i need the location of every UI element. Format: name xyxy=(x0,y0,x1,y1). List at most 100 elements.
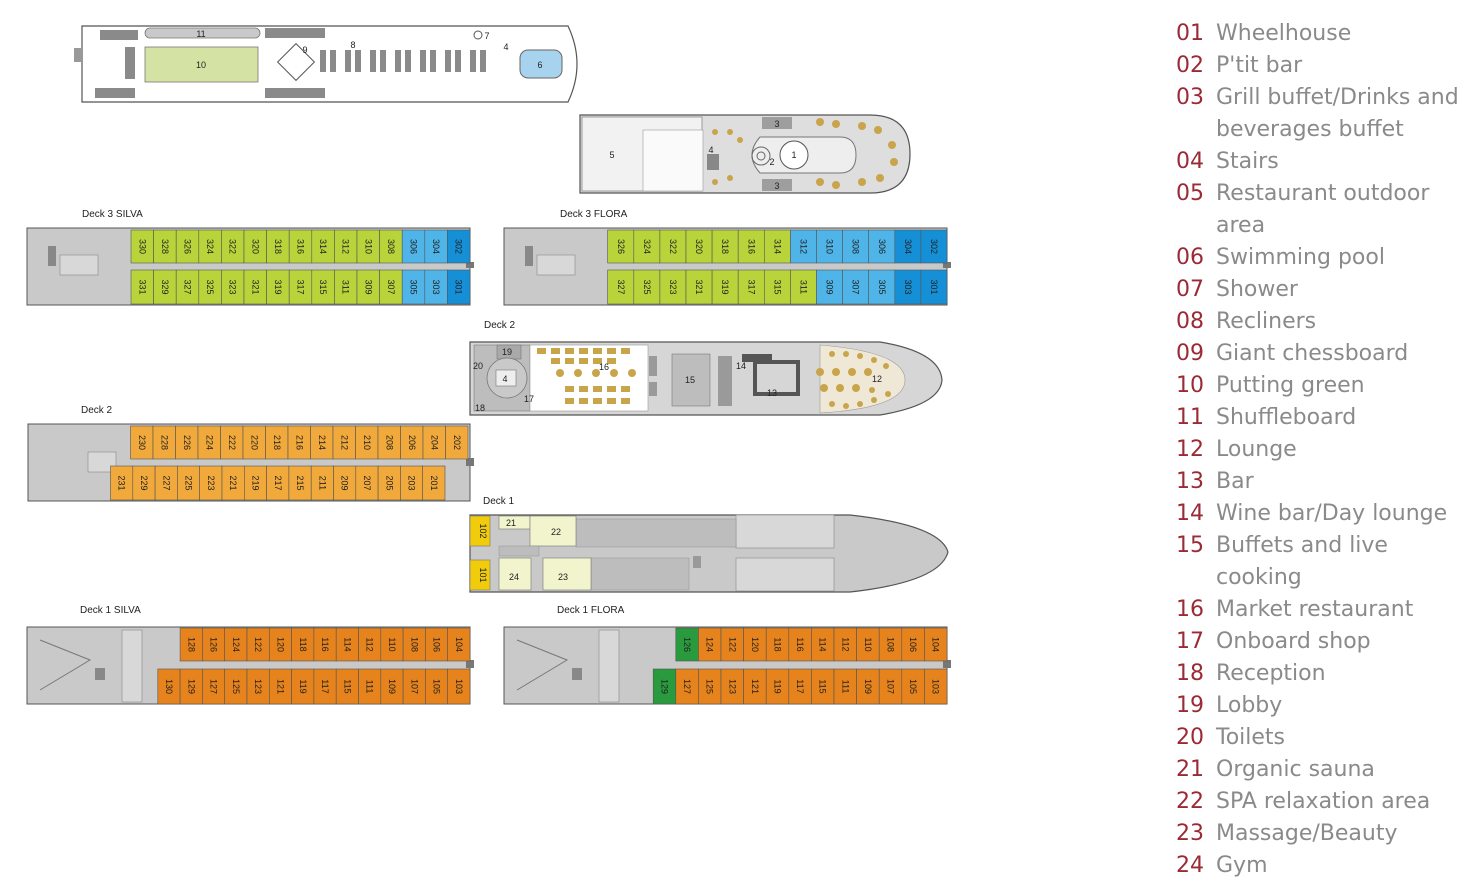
bow-marker: 5 xyxy=(609,150,614,160)
legend-label: Buffets and live cooking xyxy=(1216,533,1388,590)
cabin-number: 126 xyxy=(682,637,692,652)
deck1-public-marker: 21 xyxy=(506,518,516,528)
legend-label: Shower xyxy=(1216,277,1298,302)
legend-label: P'tit bar xyxy=(1216,53,1303,78)
cabin-number: 122 xyxy=(253,637,263,652)
cabin-number: 116 xyxy=(795,637,805,651)
deck1-public-marker: 102 xyxy=(478,523,488,538)
cabin-number: 327 xyxy=(183,279,193,294)
cabin-number: 217 xyxy=(273,475,283,490)
cabin-number: 219 xyxy=(250,475,260,490)
cabin-104 xyxy=(447,627,471,662)
cabin-number: 301 xyxy=(929,279,939,294)
bow-lounge-tables xyxy=(712,118,898,189)
cabin-number: 307 xyxy=(386,279,396,294)
cabin-number: 112 xyxy=(365,637,375,651)
cabin-number: 311 xyxy=(798,280,808,294)
legend-label: Onboard shop xyxy=(1216,629,1371,654)
bow-marker: 2 xyxy=(769,157,774,167)
cabin-number: 312 xyxy=(798,239,808,254)
cabin-104 xyxy=(924,627,948,662)
cabin-number: 307 xyxy=(851,279,861,294)
cabin-number: 302 xyxy=(929,239,939,254)
deck-label: Deck 3 SILVA xyxy=(82,209,143,220)
cabin-number: 108 xyxy=(409,637,419,652)
cabin-number: 119 xyxy=(773,679,783,693)
legend-label: Restaurant outdoor area xyxy=(1216,181,1430,238)
cabin-number: 328 xyxy=(160,239,170,254)
cabin-number: 124 xyxy=(705,637,715,652)
legend-number: 22 xyxy=(1176,789,1204,814)
cabin-number: 322 xyxy=(228,239,238,254)
cabin-number: 122 xyxy=(727,637,737,652)
cabin-number: 312 xyxy=(341,239,351,254)
cabin-number: 218 xyxy=(272,435,282,450)
cabin-number: 107 xyxy=(409,679,419,694)
cabin-number: 104 xyxy=(931,637,941,652)
cabin-number: 325 xyxy=(205,279,215,294)
cabin-number: 322 xyxy=(668,239,678,254)
cabin-number: 321 xyxy=(250,279,260,294)
cabin-number: 127 xyxy=(682,679,692,694)
bow-marker: 3 xyxy=(774,181,779,191)
cabin-number: 201 xyxy=(429,475,439,490)
cabin-number: 309 xyxy=(363,279,373,294)
deck-label: Deck 2 xyxy=(484,320,516,331)
deck2-public-marker: 17 xyxy=(524,394,534,404)
deck1-public-marker: 23 xyxy=(558,572,568,582)
cabin-321 xyxy=(685,269,713,305)
spa-relaxation-area xyxy=(529,515,577,547)
cabin-301 xyxy=(920,269,948,305)
cabin-number: 224 xyxy=(204,435,214,450)
cabin-number: 310 xyxy=(825,239,835,254)
cabin-number: 311 xyxy=(341,280,351,294)
cabin-327 xyxy=(607,269,635,305)
cabin-number: 227 xyxy=(161,475,171,490)
legend-number: 13 xyxy=(1176,469,1204,494)
cabin-number: 110 xyxy=(387,637,397,651)
sun-deck-marker: 4 xyxy=(503,42,508,52)
cabin-number: 314 xyxy=(318,239,328,254)
deck2-public-marker: 4 xyxy=(502,374,507,384)
cabin-number: 110 xyxy=(863,637,873,651)
cabin-number: 310 xyxy=(363,239,373,254)
cabin-103 xyxy=(447,668,471,705)
cabin-number: 216 xyxy=(294,435,304,450)
legend-number: 23 xyxy=(1176,821,1204,846)
cabin-number: 229 xyxy=(139,475,149,490)
bow-marker: 1 xyxy=(791,150,796,160)
bow-marker: 4 xyxy=(708,145,713,155)
cabin-number: 103 xyxy=(931,679,941,694)
cabin-number: 125 xyxy=(705,679,715,694)
cabin-number: 316 xyxy=(746,239,756,254)
cabin-317 xyxy=(737,269,765,305)
wheelhouse xyxy=(779,140,809,170)
cabin-number: 324 xyxy=(205,239,215,254)
cabin-number: 228 xyxy=(159,435,169,450)
legend-label: Giant chessboard xyxy=(1216,341,1409,366)
cabin-number: 205 xyxy=(384,475,394,490)
sun-deck: 11 10 9 8 7 4 6 xyxy=(74,25,578,103)
cabin-number: 231 xyxy=(117,475,127,490)
cabin-number: 226 xyxy=(182,435,192,450)
cabin-number: 207 xyxy=(362,475,372,490)
legend-number: 16 xyxy=(1176,597,1204,622)
legend-number: 05 xyxy=(1176,181,1204,206)
legend-number: 06 xyxy=(1176,245,1204,270)
putting-green xyxy=(144,46,259,83)
cabin-306 xyxy=(868,229,896,264)
legend-number: 14 xyxy=(1176,501,1204,526)
cabin-number: 129 xyxy=(660,679,670,694)
cabin-number: 306 xyxy=(877,239,887,254)
